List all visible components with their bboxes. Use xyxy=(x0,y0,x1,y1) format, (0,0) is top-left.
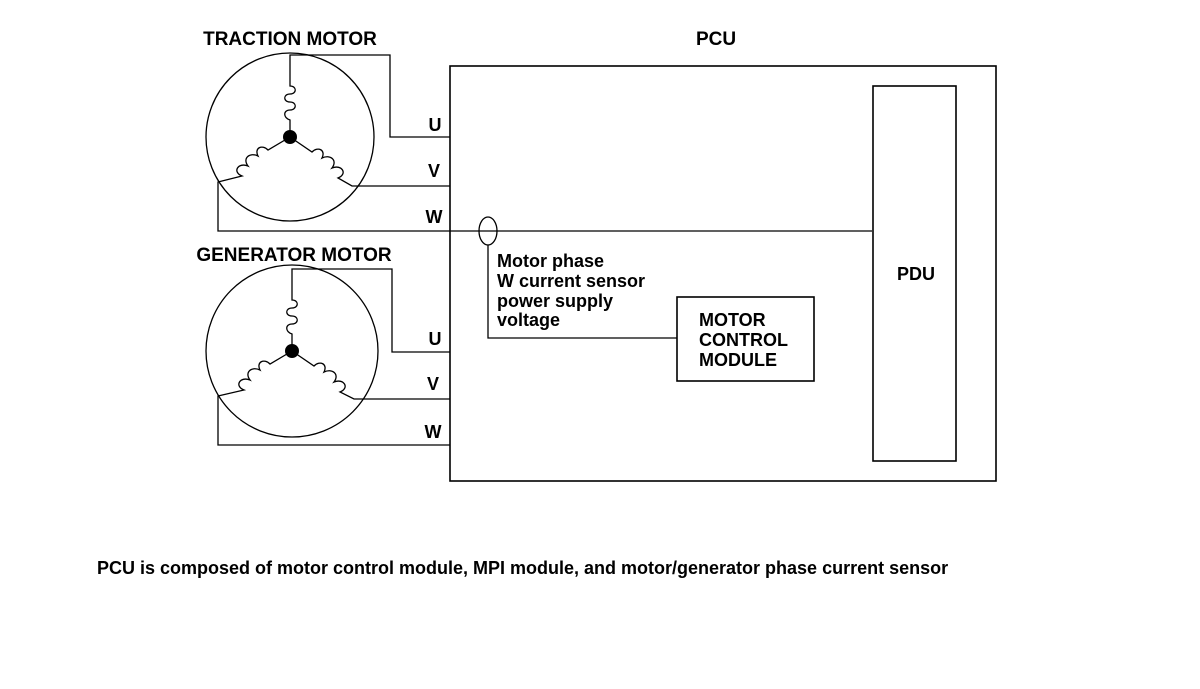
mcm-line-3: MODULE xyxy=(699,350,777,370)
generator-coil-w xyxy=(217,350,450,446)
sensor-line-2: W current sensor xyxy=(497,271,645,291)
generator-phase-u: U xyxy=(429,329,442,349)
generator-coil-v xyxy=(291,350,450,400)
caption: PCU is composed of motor control module,… xyxy=(97,558,948,578)
traction-coil-u xyxy=(284,54,450,138)
generator-motor-circle xyxy=(205,264,379,438)
generator-phase-w: W xyxy=(425,422,442,442)
traction-motor: U V W xyxy=(205,52,872,232)
generator-coil-u xyxy=(286,268,450,353)
traction-coil-v xyxy=(289,136,450,187)
traction-coil-w xyxy=(217,136,872,232)
sensor-line-3: power supply xyxy=(497,291,613,311)
pcu-title: PCU xyxy=(696,29,736,50)
sensor-line-4: voltage xyxy=(497,310,560,330)
traction-motor-circle xyxy=(205,52,375,222)
pcu-box xyxy=(449,65,997,482)
generator-motor-title: GENERATOR MOTOR xyxy=(196,245,392,266)
pdu-label: PDU xyxy=(897,264,935,284)
sensor-to-mcm-wire xyxy=(487,245,677,339)
mcm-line-1: MOTOR xyxy=(699,310,766,330)
generator-phase-v: V xyxy=(427,374,439,394)
traction-motor-title: TRACTION MOTOR xyxy=(203,29,377,50)
generator-motor: U V W xyxy=(205,264,450,446)
mcm-line-2: CONTROL xyxy=(699,330,788,350)
traction-phase-w: W xyxy=(426,207,443,227)
traction-phase-v: V xyxy=(428,161,440,181)
traction-phase-u: U xyxy=(429,115,442,135)
pdu-box xyxy=(872,85,957,462)
motor-control-module-box xyxy=(676,296,815,382)
sensor-line-1: Motor phase xyxy=(497,251,604,271)
